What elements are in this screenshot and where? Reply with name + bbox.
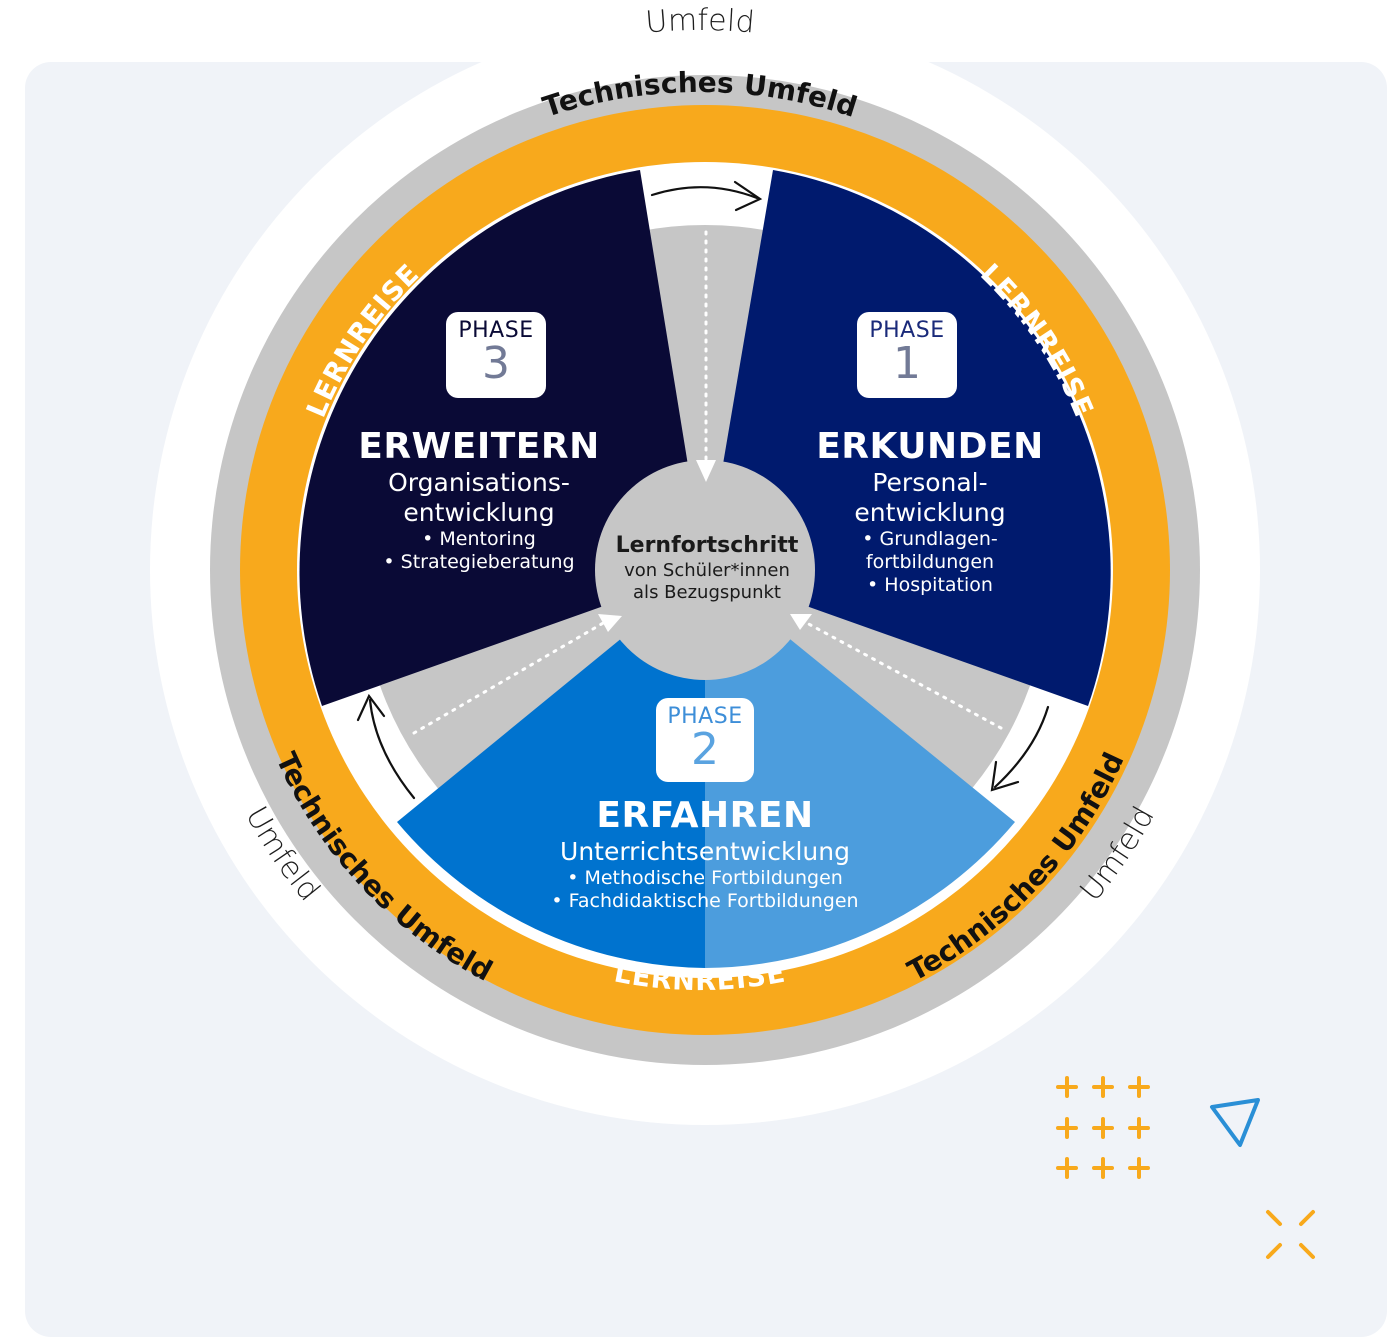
phase1-title: ERKUNDEN — [816, 426, 1044, 467]
phase3-bullet-1: • Mentoring — [422, 528, 536, 550]
phase1-bullet-2: fortbildungen — [865, 551, 995, 573]
phase1-text: ERKUNDEN Personal- entwicklung • Grundla… — [800, 426, 1060, 597]
phase3-subtitle-2: entwicklung — [403, 498, 555, 527]
phase3-bullet-2: • Strategieberatung — [383, 551, 575, 573]
phase3-text: ERWEITERN Organisations- entwicklung • M… — [343, 426, 615, 574]
plus-grid-icon — [1056, 1076, 1150, 1179]
segment-phase2-left — [397, 570, 705, 968]
center-title: Lernfortschritt — [615, 533, 799, 558]
phase2-badge: PHASE 2 — [656, 698, 754, 782]
phase1-word: PHASE — [869, 318, 945, 343]
phase3-number: 3 — [482, 338, 510, 389]
phase2-subtitle-1: Unterrichtsentwicklung — [560, 837, 850, 866]
cycle-arrow-top — [650, 186, 759, 200]
cycle-arrow-right — [993, 705, 1050, 789]
phase3-badge: PHASE 3 — [446, 312, 546, 398]
phase1-number: 1 — [893, 338, 921, 389]
arrowhead-right — [790, 614, 812, 630]
center-label: Lernfortschritt von Schüler*innen als Be… — [598, 532, 816, 604]
cycle-arrow-left — [368, 698, 416, 800]
umfeld-label-top: Umfeld — [644, 3, 756, 41]
arrowhead-top — [696, 460, 716, 482]
cycle-arrows — [356, 180, 1050, 800]
center-circle — [595, 460, 815, 680]
phase1-bullet-1: • Grundlagen- — [862, 528, 998, 550]
triangle-outline-icon — [1210, 1098, 1260, 1147]
segment-phase2-right — [705, 570, 1015, 968]
dotted-arrows — [412, 230, 1003, 735]
phase2-text: ERFAHREN Unterrichtsentwicklung • Method… — [505, 795, 905, 913]
phase3-word: PHASE — [458, 318, 534, 343]
phase2-title: ERFAHREN — [596, 795, 814, 836]
phase2-number: 2 — [691, 724, 719, 775]
phase2-bullet-2: • Fachdidaktische Fortbildungen — [551, 890, 859, 912]
phase3-subtitle-1: Organisations- — [388, 468, 570, 497]
phase2-word: PHASE — [667, 704, 743, 729]
phase1-subtitle-1: Personal- — [872, 468, 988, 497]
center-line-2: als Bezugspunkt — [633, 582, 781, 603]
phase1-subtitle-2: entwicklung — [854, 498, 1006, 527]
phase2-bullet-1: • Methodische Fortbildungen — [567, 867, 843, 889]
arrowhead-left — [598, 614, 622, 632]
phase1-badge: PHASE 1 — [857, 312, 957, 398]
phase1-bullet-3: • Hospitation — [867, 574, 993, 596]
phase3-title: ERWEITERN — [358, 426, 600, 467]
x-mark-icon — [1266, 1210, 1315, 1259]
center-line-1: von Schüler*innen — [624, 560, 790, 581]
